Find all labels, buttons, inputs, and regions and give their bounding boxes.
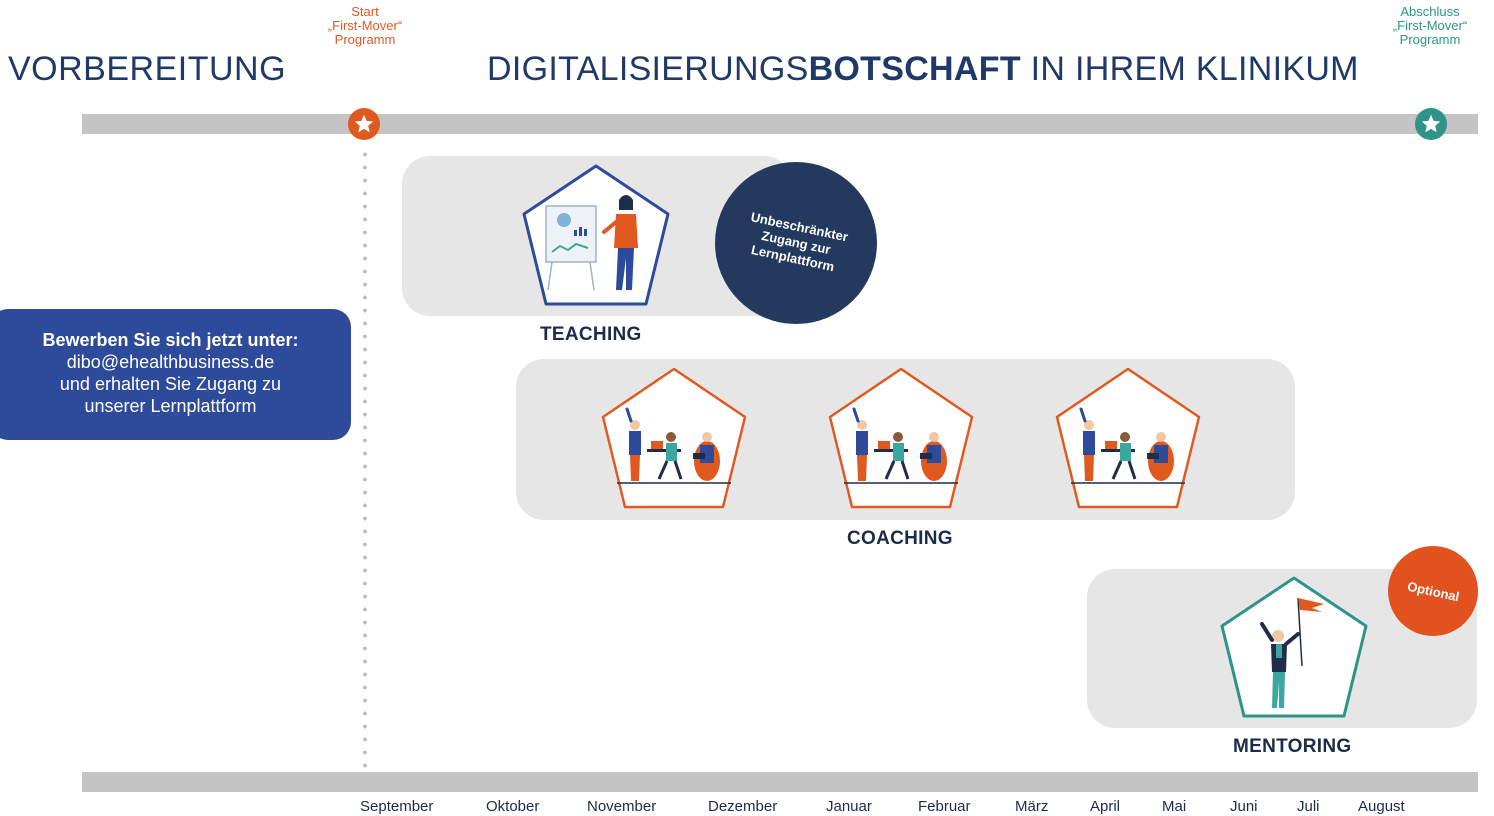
end-line3: Programm — [1399, 32, 1461, 47]
main-heading: DIGITALISIERUNGSBOTSCHAFT IN IHREM KLINI… — [487, 50, 1359, 89]
team-meeting-icon — [601, 367, 747, 509]
cta-email[interactable]: dibo@ehealthbusiness.de — [66, 352, 275, 372]
mentoring-pentagon — [1216, 574, 1372, 722]
apply-call-to-action: Bewerben Sie sich jetzt unter: dibo@ehea… — [0, 309, 351, 440]
cta-line3: und erhalten Sie Zugang zu — [59, 374, 282, 394]
main-heading-suffix: IN IHREM KLINIKUM — [1020, 50, 1359, 88]
month-label: Februar — [918, 798, 971, 815]
month-label: Dezember — [708, 798, 778, 815]
end-milestone-caption: Abschluss „First-Mover“ Programm — [1370, 5, 1490, 47]
start-line2: „First-Mover“ — [327, 18, 403, 33]
month-label: März — [1015, 798, 1049, 815]
cta-line1: Bewerben Sie sich jetzt unter: — [42, 330, 299, 350]
month-label: September — [360, 798, 434, 815]
end-line1: Abschluss — [1400, 4, 1460, 19]
coaching-pentagon-2 — [824, 365, 978, 513]
flag-person-icon — [1220, 576, 1368, 718]
main-heading-bold: BOTSCHAFT — [808, 50, 1021, 88]
timeline-bottom-bar — [82, 772, 1478, 792]
coaching-pentagon-3 — [1051, 365, 1205, 513]
mentoring-label: MENTORING — [1233, 736, 1352, 757]
presenter-icon — [522, 164, 670, 306]
month-label: April — [1090, 798, 1121, 815]
end-star-icon — [1415, 108, 1447, 140]
main-heading-prefix: DIGITALISIERUNGS — [487, 50, 809, 88]
coaching-label: COACHING — [847, 528, 953, 549]
preparation-heading: VORBEREITUNG — [8, 50, 287, 88]
teaching-pentagon — [518, 162, 674, 310]
start-line1: Start — [351, 4, 379, 19]
month-axis: September Oktober November Dezember Janu… — [360, 798, 1440, 816]
start-line3: Programm — [334, 32, 396, 47]
coaching-pentagon-1 — [597, 365, 751, 513]
month-label: Mai — [1162, 798, 1187, 815]
month-label: August — [1358, 798, 1405, 815]
start-star-icon — [348, 108, 380, 140]
optional-badge-text: Optional — [1405, 578, 1461, 604]
month-label: Oktober — [486, 798, 540, 815]
end-line2: „First-Mover“ — [1392, 18, 1468, 33]
start-milestone-caption: Start „First-Mover“ Programm — [300, 5, 430, 47]
timeline-top-bar — [82, 114, 1478, 134]
month-label: November — [587, 798, 657, 815]
teaching-label: TEACHING — [540, 324, 642, 345]
start-dotted-line — [363, 148, 367, 768]
month-label: Januar — [826, 798, 872, 815]
optional-badge: Optional — [1388, 546, 1478, 636]
month-label: Juni — [1230, 798, 1258, 815]
team-meeting-icon — [1055, 367, 1201, 509]
month-label: Juli — [1297, 798, 1320, 815]
team-meeting-icon — [828, 367, 974, 509]
cta-line4: unserer Lernplattform — [84, 396, 257, 416]
unlimited-access-badge: Unbeschränkter Zugang zur Lernplattform — [715, 162, 877, 324]
